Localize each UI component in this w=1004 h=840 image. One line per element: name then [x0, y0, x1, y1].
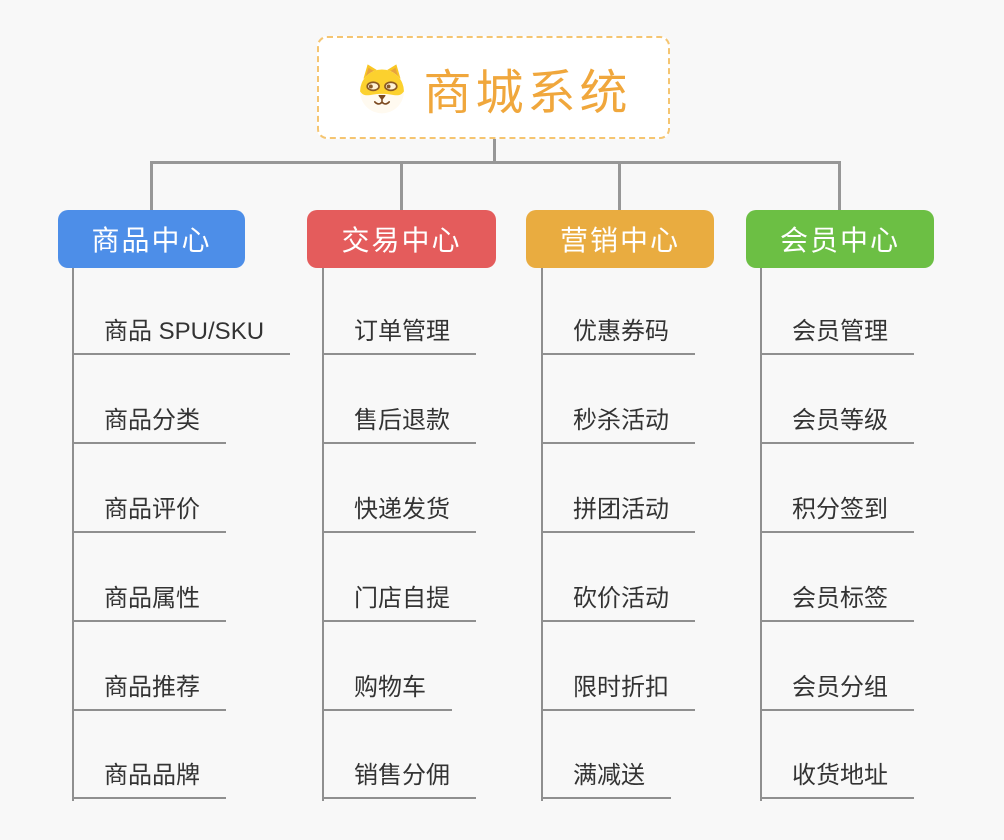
branch-spine-trade [322, 268, 324, 801]
leaf-node[interactable]: 销售分佣 [322, 761, 476, 799]
leaf-node[interactable]: 限时折扣 [541, 673, 695, 711]
leaf-node[interactable]: 快递发货 [322, 495, 476, 533]
leaf-node[interactable]: 会员分组 [760, 673, 914, 711]
branch-spine-marketing [541, 268, 543, 801]
leaf-node[interactable]: 订单管理 [322, 317, 476, 355]
leaf-node[interactable]: 商品分类 [72, 406, 226, 444]
leaf-node[interactable]: 拼团活动 [541, 495, 695, 533]
root-title: 商城系统 [423, 66, 632, 120]
drop-connector-trade [400, 161, 403, 210]
leaf-node[interactable]: 积分签到 [760, 495, 914, 533]
drop-connector-member [838, 161, 841, 210]
leaf-node[interactable]: 会员标签 [760, 584, 914, 622]
drop-connector-product [150, 161, 153, 210]
drop-connector-marketing [618, 161, 621, 210]
leaf-node[interactable]: 会员等级 [760, 406, 914, 444]
leaf-node[interactable]: 砍价活动 [541, 584, 695, 622]
leaf-node[interactable]: 商品评价 [72, 495, 226, 533]
branch-node-product[interactable]: 商品中心 [58, 210, 245, 268]
dog-face-icon [360, 63, 405, 113]
horizontal-connector [150, 161, 841, 164]
leaf-node[interactable]: 秒杀活动 [541, 406, 695, 444]
root-node[interactable]: 商城系统 [317, 36, 670, 139]
leaf-node[interactable]: 购物车 [322, 673, 452, 711]
leaf-node[interactable]: 收货地址 [760, 761, 914, 799]
leaf-node[interactable]: 商品 SPU/SKU [72, 317, 291, 355]
branch-spine-product [72, 268, 74, 801]
leaf-node[interactable]: 售后退款 [322, 406, 476, 444]
leaf-node[interactable]: 满减送 [541, 761, 671, 799]
branch-node-trade[interactable]: 交易中心 [307, 210, 496, 268]
leaf-node[interactable]: 门店自提 [322, 584, 476, 622]
leaf-node[interactable]: 商品属性 [72, 584, 226, 622]
leaf-node[interactable]: 商品推荐 [72, 673, 226, 711]
leaf-node[interactable]: 商品品牌 [72, 761, 226, 799]
branch-node-marketing[interactable]: 营销中心 [526, 210, 714, 268]
branch-spine-member [760, 268, 762, 801]
leaf-node[interactable]: 会员管理 [760, 317, 914, 355]
branch-node-member[interactable]: 会员中心 [746, 210, 934, 268]
root-stem-connector [493, 139, 496, 163]
leaf-node[interactable]: 优惠券码 [541, 317, 695, 355]
